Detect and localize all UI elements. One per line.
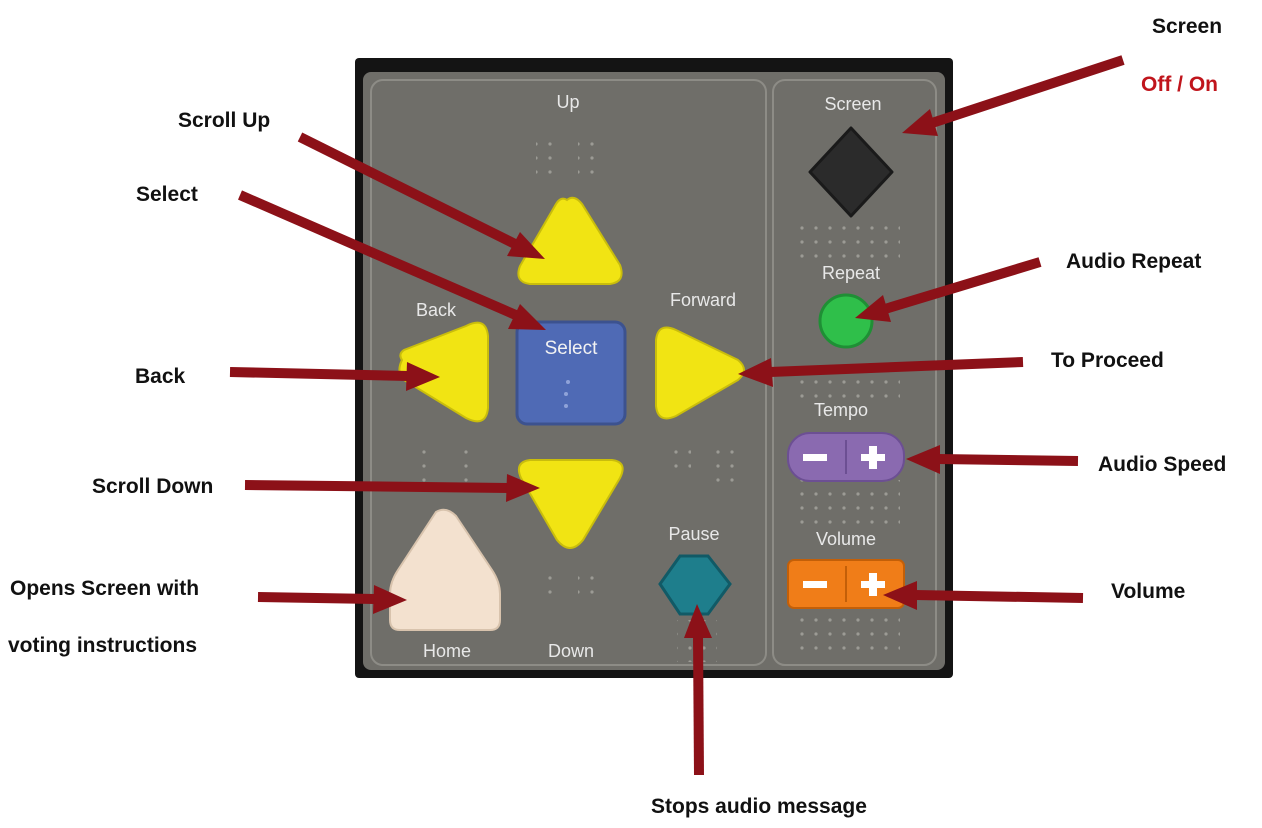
callout-screen-state: Off / On <box>1141 73 1218 96</box>
tempo-minus-icon <box>803 454 827 461</box>
label-select: Select <box>545 338 599 359</box>
callout-screen-title: Screen <box>1152 15 1223 38</box>
label-forward: Forward <box>670 290 736 310</box>
arrow-to-proceed <box>769 357 1024 377</box>
volume-minus-icon <box>803 581 827 588</box>
braille-dots <box>412 133 900 662</box>
home-button[interactable] <box>389 508 501 631</box>
arrow-scroll-up <box>297 132 520 250</box>
callout-scroll-up: Scroll Up <box>178 109 271 132</box>
arrow-screen <box>930 55 1125 128</box>
label-volume: Volume <box>816 529 876 549</box>
arrow-select <box>238 190 520 321</box>
label-tempo: Tempo <box>814 400 868 420</box>
callout-back: Back <box>135 365 186 388</box>
label-down: Down <box>548 641 594 661</box>
label-home: Home <box>423 641 471 661</box>
arrow-volume <box>914 590 1084 603</box>
label-pause: Pause <box>668 524 719 544</box>
callout-audio-repeat: Audio Repeat <box>1066 250 1202 273</box>
arrow-scroll-down <box>244 480 511 493</box>
screen-button[interactable] <box>808 126 894 218</box>
select-button[interactable] <box>515 320 627 426</box>
pause-button[interactable] <box>658 554 732 616</box>
arrow-audio-speed <box>937 454 1079 466</box>
callout-select: Select <box>136 183 198 206</box>
label-up: Up <box>556 92 579 112</box>
callout-audio-speed: Audio Speed <box>1098 453 1227 476</box>
arrow-audio-repeat <box>883 257 1042 314</box>
label-screen: Screen <box>824 94 881 114</box>
arrow-home <box>257 592 376 604</box>
callout-opens-screen-line1: Opens Screen with <box>10 577 200 600</box>
arrow-pause <box>693 635 704 776</box>
label-repeat: Repeat <box>822 263 880 283</box>
callout-volume: Volume <box>1111 580 1186 603</box>
callout-to-proceed: To Proceed <box>1051 349 1164 372</box>
label-back: Back <box>416 300 457 320</box>
down-arrow-button[interactable] <box>517 459 624 549</box>
up-arrow-button[interactable] <box>517 196 623 285</box>
callout-stops-audio: Stops audio message <box>651 795 867 818</box>
arrow-back <box>229 367 409 381</box>
callout-scroll-down: Scroll Down <box>92 475 214 498</box>
callout-opens-screen-line2: voting instructions <box>8 634 197 657</box>
repeat-button[interactable] <box>818 293 874 349</box>
